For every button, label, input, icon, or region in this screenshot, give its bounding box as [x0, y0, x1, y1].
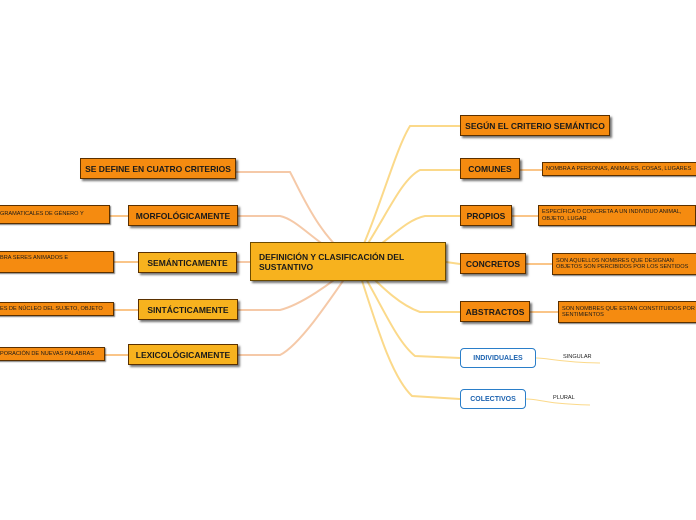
leaf-morfologicamente-text: GRAMATICALES DE GÉNERO Y	[0, 211, 84, 218]
leaf-comunes[interactable]: NOMBRA A PERSONAS, ANIMALES, COSAS, LUGA…	[542, 162, 696, 176]
leaf-propios[interactable]: ESPECÍFICA O CONCRETA A UN INDIVIDUO ANI…	[538, 205, 696, 226]
link-colectivos	[355, 261, 461, 400]
node-morfologicamente-label: MORFOLÓGICAMENTE	[135, 210, 231, 221]
node-criterio-semantico-label: SEGÚN EL CRITERIO SEMÁNTICO	[465, 120, 605, 131]
node-individuales-label: INDIVIDUALES	[473, 354, 523, 362]
node-comunes-label: COMUNES	[468, 163, 512, 174]
node-lexicologicamente[interactable]: LEXICOLÓGICAMENTE	[128, 344, 238, 365]
node-colectivos-label: COLECTIVOS	[470, 395, 516, 403]
node-comunes[interactable]: COMUNES	[460, 158, 520, 179]
leaf-morfologicamente[interactable]: GRAMATICALES DE GÉNERO Y	[0, 205, 110, 224]
leaf-semanticamente-text: BRA SERES ANIMADOS E	[0, 255, 69, 261]
link-concretos	[445, 261, 461, 265]
node-abstractos-label: ABSTRACTOS	[465, 306, 525, 317]
leaf-propios-text: ESPECÍFICA O CONCRETA A UN INDIVIDUO ANI…	[542, 209, 682, 222]
central-topic-label: DEFINICIÓN Y CLASIFICACIÓN DEL SUSTANTIV…	[259, 251, 404, 272]
node-propios-label: PROPIOS	[466, 210, 506, 221]
leaf-lexicologicamente[interactable]: PORACIÓN DE NUEVAS PALABRAS	[0, 347, 105, 361]
node-define[interactable]: SE DEFINE EN CUATRO CRITERIOS	[80, 158, 236, 179]
node-lexicologicamente-label: LEXICOLÓGICAMENTE	[135, 349, 231, 360]
node-semanticamente[interactable]: SEMÁNTICAMENTE	[138, 252, 237, 273]
node-concretos-label: CONCRETOS	[465, 258, 521, 269]
leaf-lexicologicamente-text: PORACIÓN DE NUEVAS PALABRAS	[0, 350, 94, 357]
leaf-concretos-text: SON AQUELLOS NOMBRES QUE DESIGNAN OBJETO…	[556, 257, 689, 271]
node-individuales[interactable]: INDIVIDUALES	[460, 348, 536, 368]
leaf-sintacticamente-text: ES DE NÚCLEO DEL SUJETO, OBJETO	[0, 305, 103, 312]
node-sintacticamente-label: SINTÁCTICAMENTE	[147, 304, 229, 315]
leaf-individuales[interactable]: SINGULAR	[563, 354, 592, 360]
node-morfologicamente[interactable]: MORFOLÓGICAMENTE	[128, 205, 238, 226]
node-colectivos[interactable]: COLECTIVOS	[460, 389, 526, 409]
node-criterio-semantico[interactable]: SEGÚN EL CRITERIO SEMÁNTICO	[460, 115, 610, 136]
link-criterio	[355, 125, 460, 263]
leaf-concretos[interactable]: SON AQUELLOS NOMBRES QUE DESIGNAN OBJETO…	[552, 253, 696, 275]
leaf-semanticamente[interactable]: BRA SERES ANIMADOS E	[0, 251, 114, 273]
node-propios[interactable]: PROPIOS	[460, 205, 512, 226]
node-sintacticamente[interactable]: SINTÁCTICAMENTE	[138, 299, 238, 320]
leaf-abstractos[interactable]: SON NOMBRES QUE ESTAN CONSTITUIDOS POR S…	[558, 301, 696, 323]
leaf-comunes-text: NOMBRA A PERSONAS, ANIMALES, COSAS, LUGA…	[546, 165, 692, 172]
node-semanticamente-label: SEMÁNTICAMENTE	[147, 257, 228, 268]
leaf-colectivos[interactable]: PLURAL	[553, 395, 575, 401]
node-abstractos[interactable]: ABSTRACTOS	[460, 301, 530, 322]
central-topic[interactable]: DEFINICIÓN Y CLASIFICACIÓN DEL SUSTANTIV…	[250, 242, 446, 281]
link-individuales-leaf	[535, 357, 601, 364]
leaf-abstractos-text: SON NOMBRES QUE ESTAN CONSTITUIDOS POR S…	[562, 305, 695, 319]
node-define-label: SE DEFINE EN CUATRO CRITERIOS	[85, 163, 231, 174]
leaf-sintacticamente[interactable]: ES DE NÚCLEO DEL SUJETO, OBJETO	[0, 302, 114, 316]
link-colectivos-leaf	[525, 398, 591, 406]
node-concretos[interactable]: CONCRETOS	[460, 253, 526, 274]
